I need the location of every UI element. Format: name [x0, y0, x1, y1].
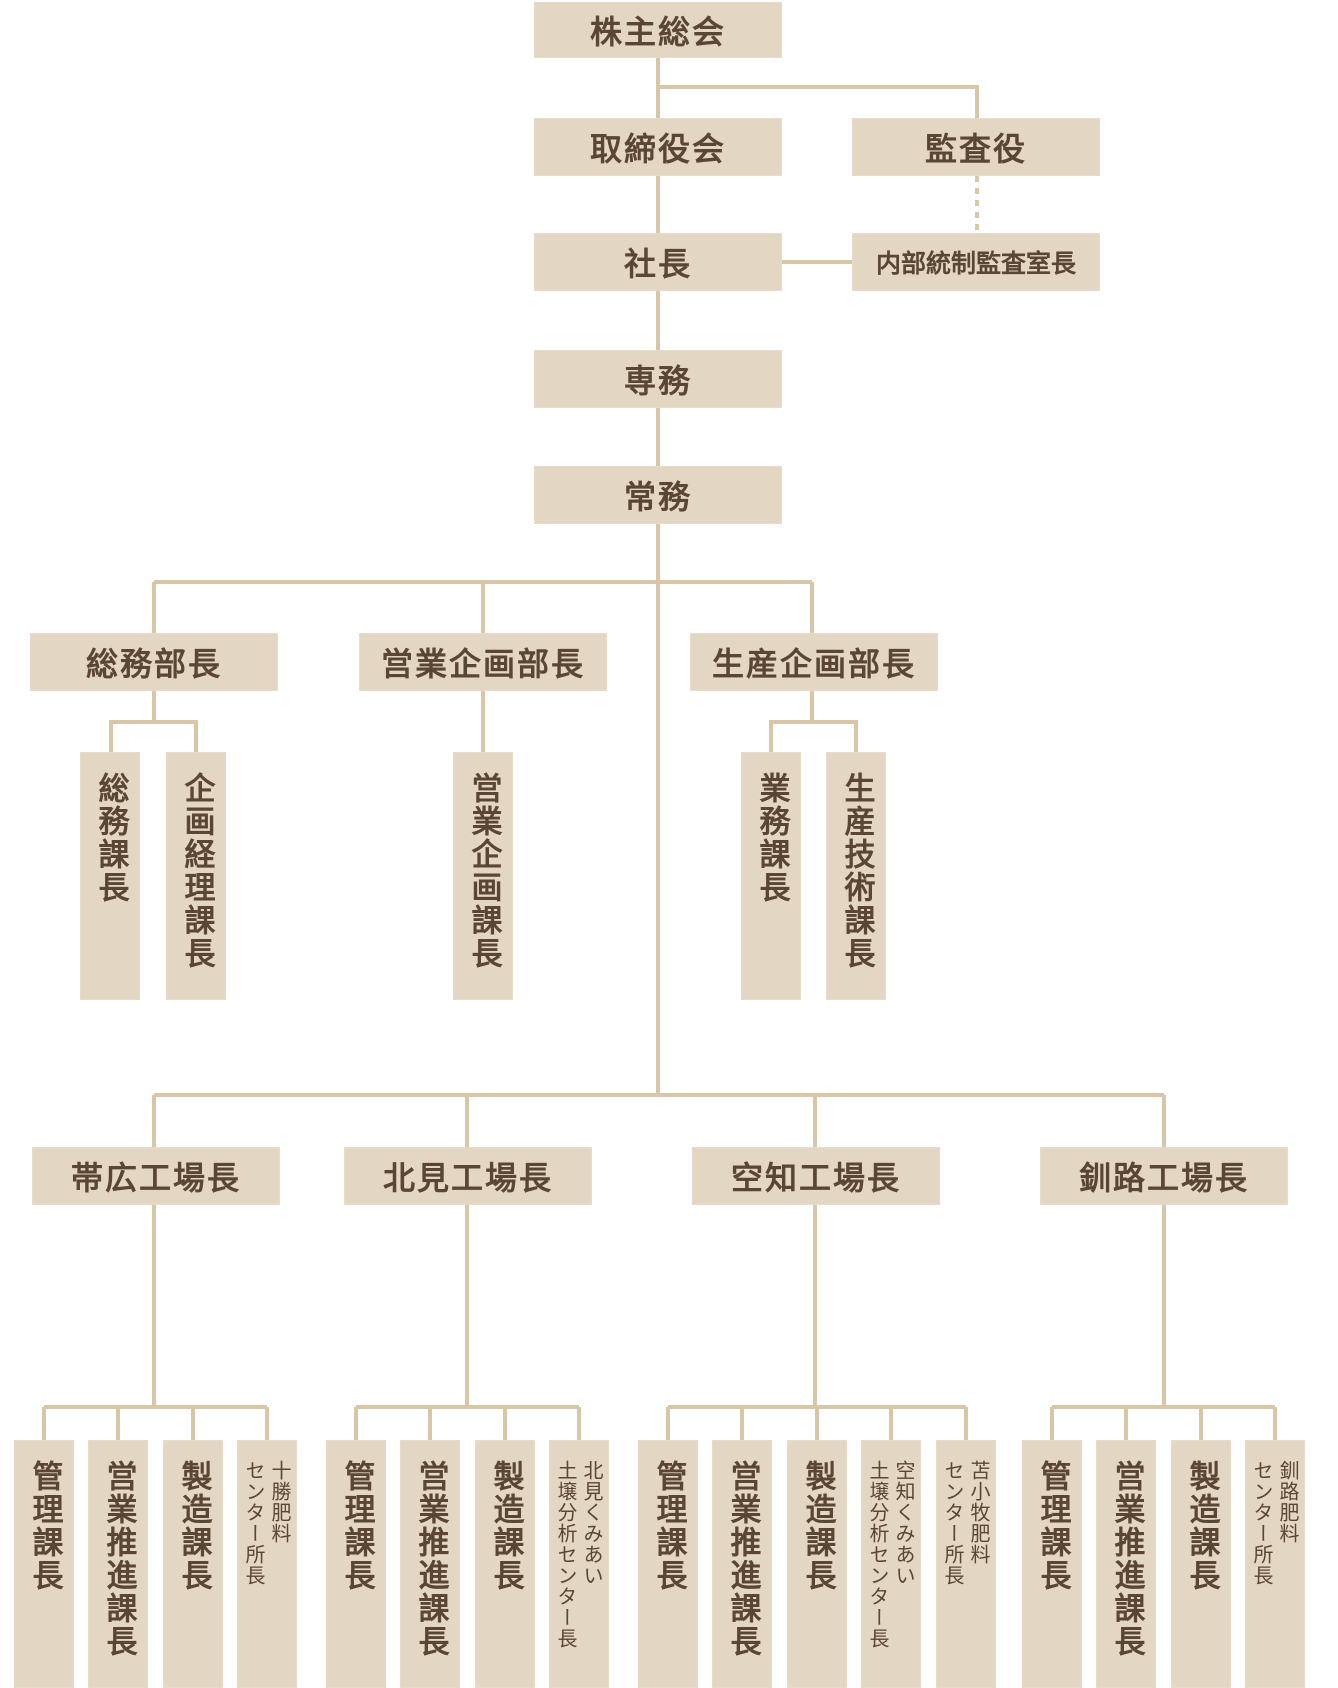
factory-section-box: 製造課長 — [787, 1440, 847, 1688]
factory-section-box: 北見くみあい 土壌分析センター長 — [549, 1440, 609, 1688]
factory-head-box: 釧路工場長 — [1040, 1147, 1288, 1205]
factory-section-box: 製造課長 — [475, 1440, 535, 1688]
factory-head-label: 北見工場長 — [382, 1159, 553, 1197]
factory-section-label: 製造課長 — [799, 1460, 836, 1592]
department-head-box: 総務部長 — [30, 633, 278, 691]
factory-section-box: 営業推進課長 — [88, 1440, 148, 1688]
section-chief-label: 業務課長 — [753, 772, 790, 904]
factory-section-label: 管理課長 — [650, 1460, 687, 1592]
board-of-directors-label: 取締役会 — [589, 130, 726, 168]
shareholders-meeting-label: 株主総会 — [589, 13, 726, 51]
department-head-label: 総務部長 — [85, 645, 222, 683]
department-head-label: 生産企画部長 — [711, 645, 916, 683]
auditor-box: 監査役 — [852, 118, 1100, 176]
internal-audit-box: 内部統制監査室長 — [852, 233, 1100, 291]
section-chief-box: 生産技術課長 — [826, 752, 886, 1000]
factory-section-box: 苫小牧肥料 センター所長 — [936, 1440, 996, 1688]
factory-section-label: 製造課長 — [175, 1460, 212, 1592]
department-head-label: 営業企画部長 — [380, 645, 585, 683]
shareholders-meeting-box: 株主総会 — [534, 2, 782, 58]
section-chief-box: 企画経理課長 — [166, 752, 226, 1000]
factory-section-box: 釧路肥料 センター所長 — [1245, 1440, 1305, 1688]
section-chief-label: 生産技術課長 — [838, 772, 875, 970]
auditor-label: 監査役 — [924, 130, 1027, 168]
factory-section-box: 管理課長 — [638, 1440, 698, 1688]
factory-head-label: 釧路工場長 — [1078, 1159, 1249, 1197]
department-head-box: 営業企画部長 — [359, 633, 607, 691]
factory-head-box: 帯広工場長 — [32, 1147, 280, 1205]
factory-section-box: 営業推進課長 — [400, 1440, 460, 1688]
internal-audit-label: 内部統制監査室長 — [875, 249, 1076, 278]
factory-section-box: 営業推進課長 — [1096, 1440, 1156, 1688]
factory-section-label: 苫小牧肥料 センター所長 — [941, 1460, 991, 1586]
managing-director-box: 常務 — [534, 466, 782, 524]
president-label: 社長 — [623, 245, 692, 283]
section-chief-box: 営業企画課長 — [453, 752, 513, 1000]
factory-section-box: 営業推進課長 — [712, 1440, 772, 1688]
factory-section-label: 製造課長 — [1183, 1460, 1220, 1592]
section-chief-label: 営業企画課長 — [465, 772, 502, 970]
section-chief-label: 企画経理課長 — [178, 772, 215, 970]
managing-director-label: 常務 — [623, 478, 692, 516]
factory-section-label: 営業推進課長 — [724, 1460, 761, 1658]
factory-section-label: 営業推進課長 — [1108, 1460, 1145, 1658]
factory-section-label: 空知くみあい 土壌分析センター長 — [866, 1460, 916, 1649]
factory-section-label: 釧路肥料 センター所長 — [1250, 1460, 1300, 1586]
president-box: 社長 — [534, 233, 782, 291]
factory-section-label: 十勝肥料 センター所長 — [242, 1460, 292, 1586]
factory-section-label: 北見くみあい 土壌分析センター長 — [554, 1460, 604, 1649]
factory-section-box: 製造課長 — [1171, 1440, 1231, 1688]
factory-head-label: 空知工場長 — [730, 1159, 901, 1197]
factory-section-box: 管理課長 — [326, 1440, 386, 1688]
section-chief-box: 業務課長 — [741, 752, 801, 1000]
factory-head-box: 空知工場長 — [692, 1147, 940, 1205]
factory-section-box: 管理課長 — [1022, 1440, 1082, 1688]
department-head-box: 生産企画部長 — [690, 633, 938, 691]
senior-managing-director-box: 専務 — [534, 350, 782, 408]
factory-section-box: 製造課長 — [163, 1440, 223, 1688]
factory-head-label: 帯広工場長 — [70, 1159, 241, 1197]
factory-section-label: 管理課長 — [26, 1460, 63, 1592]
factory-section-label: 製造課長 — [487, 1460, 524, 1592]
factory-section-box: 管理課長 — [14, 1440, 74, 1688]
board-of-directors-box: 取締役会 — [534, 118, 782, 176]
factory-section-label: 管理課長 — [338, 1460, 375, 1592]
section-chief-label: 総務課長 — [92, 772, 129, 904]
factory-head-box: 北見工場長 — [344, 1147, 592, 1205]
factory-section-label: 営業推進課長 — [100, 1460, 137, 1658]
factory-section-label: 管理課長 — [1034, 1460, 1071, 1592]
section-chief-box: 総務課長 — [80, 752, 140, 1000]
factory-section-box: 空知くみあい 土壌分析センター長 — [861, 1440, 921, 1688]
senior-managing-director-label: 専務 — [623, 362, 692, 400]
factory-section-box: 十勝肥料 センター所長 — [237, 1440, 297, 1688]
factory-section-label: 営業推進課長 — [412, 1460, 449, 1658]
